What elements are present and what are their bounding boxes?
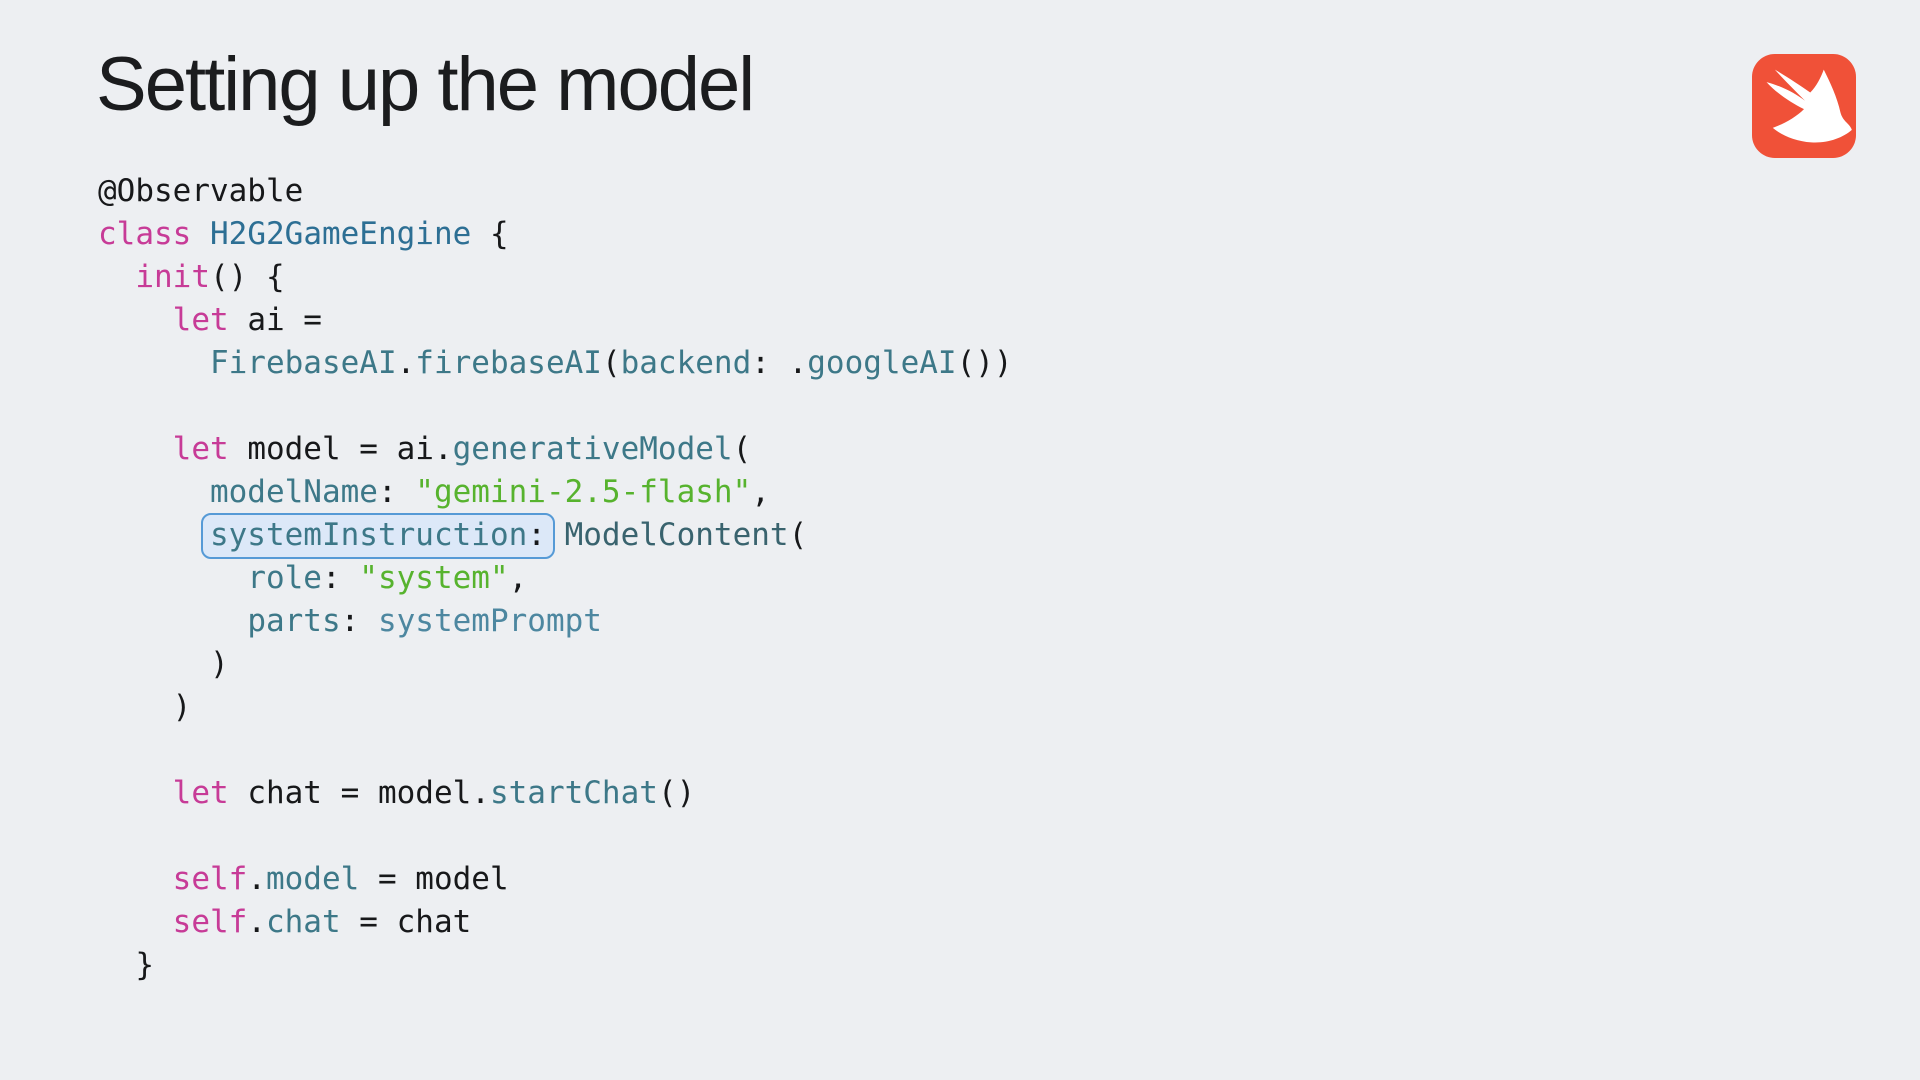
code-token: (: [732, 431, 752, 467]
code-token: ModelContent: [564, 517, 789, 553]
code-token: [98, 603, 247, 639]
highlight-box: systemInstruction:: [200, 513, 555, 559]
code-line: parts: systemPrompt: [98, 600, 1013, 643]
code-line: self.chat = chat: [98, 901, 1013, 944]
code-token: "system": [359, 560, 509, 596]
code-token: [191, 216, 210, 252]
code-token: [98, 431, 173, 467]
code-token: class: [98, 216, 192, 252]
code-token: firebaseAI: [415, 345, 602, 381]
code-token: [98, 474, 210, 510]
code-token: ): [98, 646, 229, 682]
code-token: systemPrompt: [377, 603, 602, 639]
code-line: modelName: "gemini-2.5-flash",: [98, 471, 1013, 514]
code-token: ai =: [228, 302, 322, 338]
code-token: [98, 560, 247, 596]
code-token: [98, 517, 210, 553]
code-line: init() {: [98, 256, 1013, 299]
code-token: "gemini-2.5-flash": [415, 474, 752, 510]
code-token: :: [340, 603, 378, 639]
code-token: generativeModel: [452, 431, 733, 467]
code-token: model: [265, 861, 360, 897]
code-token: role: [247, 560, 322, 596]
code-token: let: [172, 302, 229, 338]
code-token: let: [172, 431, 229, 467]
code-token: [98, 302, 173, 338]
code-token: self: [172, 904, 248, 940]
code-token: ()): [956, 345, 1013, 381]
swift-bird-shape: [1766, 69, 1852, 143]
code-token: (): [657, 775, 696, 811]
code-token: [98, 775, 173, 811]
code-line: ): [98, 686, 1013, 729]
code-token: = model: [359, 861, 509, 897]
code-line: class H2G2GameEngine {: [98, 213, 1013, 256]
code-line: systemInstruction: ModelContent(: [98, 513, 1013, 559]
code-line: [98, 815, 1013, 858]
code-line: role: "system",: [98, 557, 1013, 600]
code-line: let model = ai.generativeModel(: [98, 428, 1013, 471]
swift-logo-icon: [1752, 54, 1856, 158]
code-token: model = ai.: [228, 431, 453, 467]
code-line: ): [98, 643, 1013, 686]
code-token: :: [377, 474, 416, 510]
code-line: let chat = model.startChat(): [98, 772, 1013, 815]
code-token: .: [247, 861, 266, 897]
code-token: ,: [751, 474, 770, 510]
code-token: = chat: [340, 904, 472, 940]
code-token: [546, 517, 565, 553]
code-token: googleAI: [807, 345, 957, 381]
code-token: .: [396, 345, 416, 381]
code-token: systemInstruction: [209, 517, 528, 553]
code-token: {: [471, 216, 509, 252]
slide-title: Setting up the model: [96, 42, 755, 127]
code-token: FirebaseAI: [209, 345, 397, 381]
code-token: .: [247, 904, 266, 940]
code-token: :: [321, 560, 360, 596]
code-token: ): [98, 689, 192, 725]
code-token: startChat: [489, 775, 658, 811]
code-token: chat = model.: [228, 775, 490, 811]
code-line: [98, 385, 1013, 428]
code-token: [98, 345, 210, 381]
code-line: }: [98, 944, 1013, 987]
code-token: : .: [751, 345, 808, 381]
code-token: ,: [508, 560, 528, 596]
code-line: [98, 729, 1013, 772]
code-token: parts: [247, 603, 341, 639]
code-token: let: [172, 775, 229, 811]
code-token: [98, 259, 135, 295]
code-token: :: [527, 517, 546, 553]
code-token: H2G2GameEngine: [210, 216, 472, 252]
code-token: () {: [209, 259, 285, 295]
code-line: @Observable: [98, 170, 1013, 213]
code-token: self: [172, 861, 248, 897]
code-line: let ai =: [98, 299, 1013, 342]
code-token: modelName: [209, 474, 378, 510]
code-token: init: [135, 259, 210, 295]
code-token: backend: [620, 345, 752, 381]
code-token: chat: [265, 904, 341, 940]
code-token: [98, 861, 173, 897]
code-token: }: [98, 947, 154, 983]
code-token: @Observable: [98, 173, 304, 209]
code-token: (: [788, 517, 808, 553]
code-line: self.model = model: [98, 858, 1013, 901]
code-token: [98, 904, 173, 940]
code-line: FirebaseAI.firebaseAI(backend: .googleAI…: [98, 342, 1013, 385]
code-token: (: [601, 345, 621, 381]
